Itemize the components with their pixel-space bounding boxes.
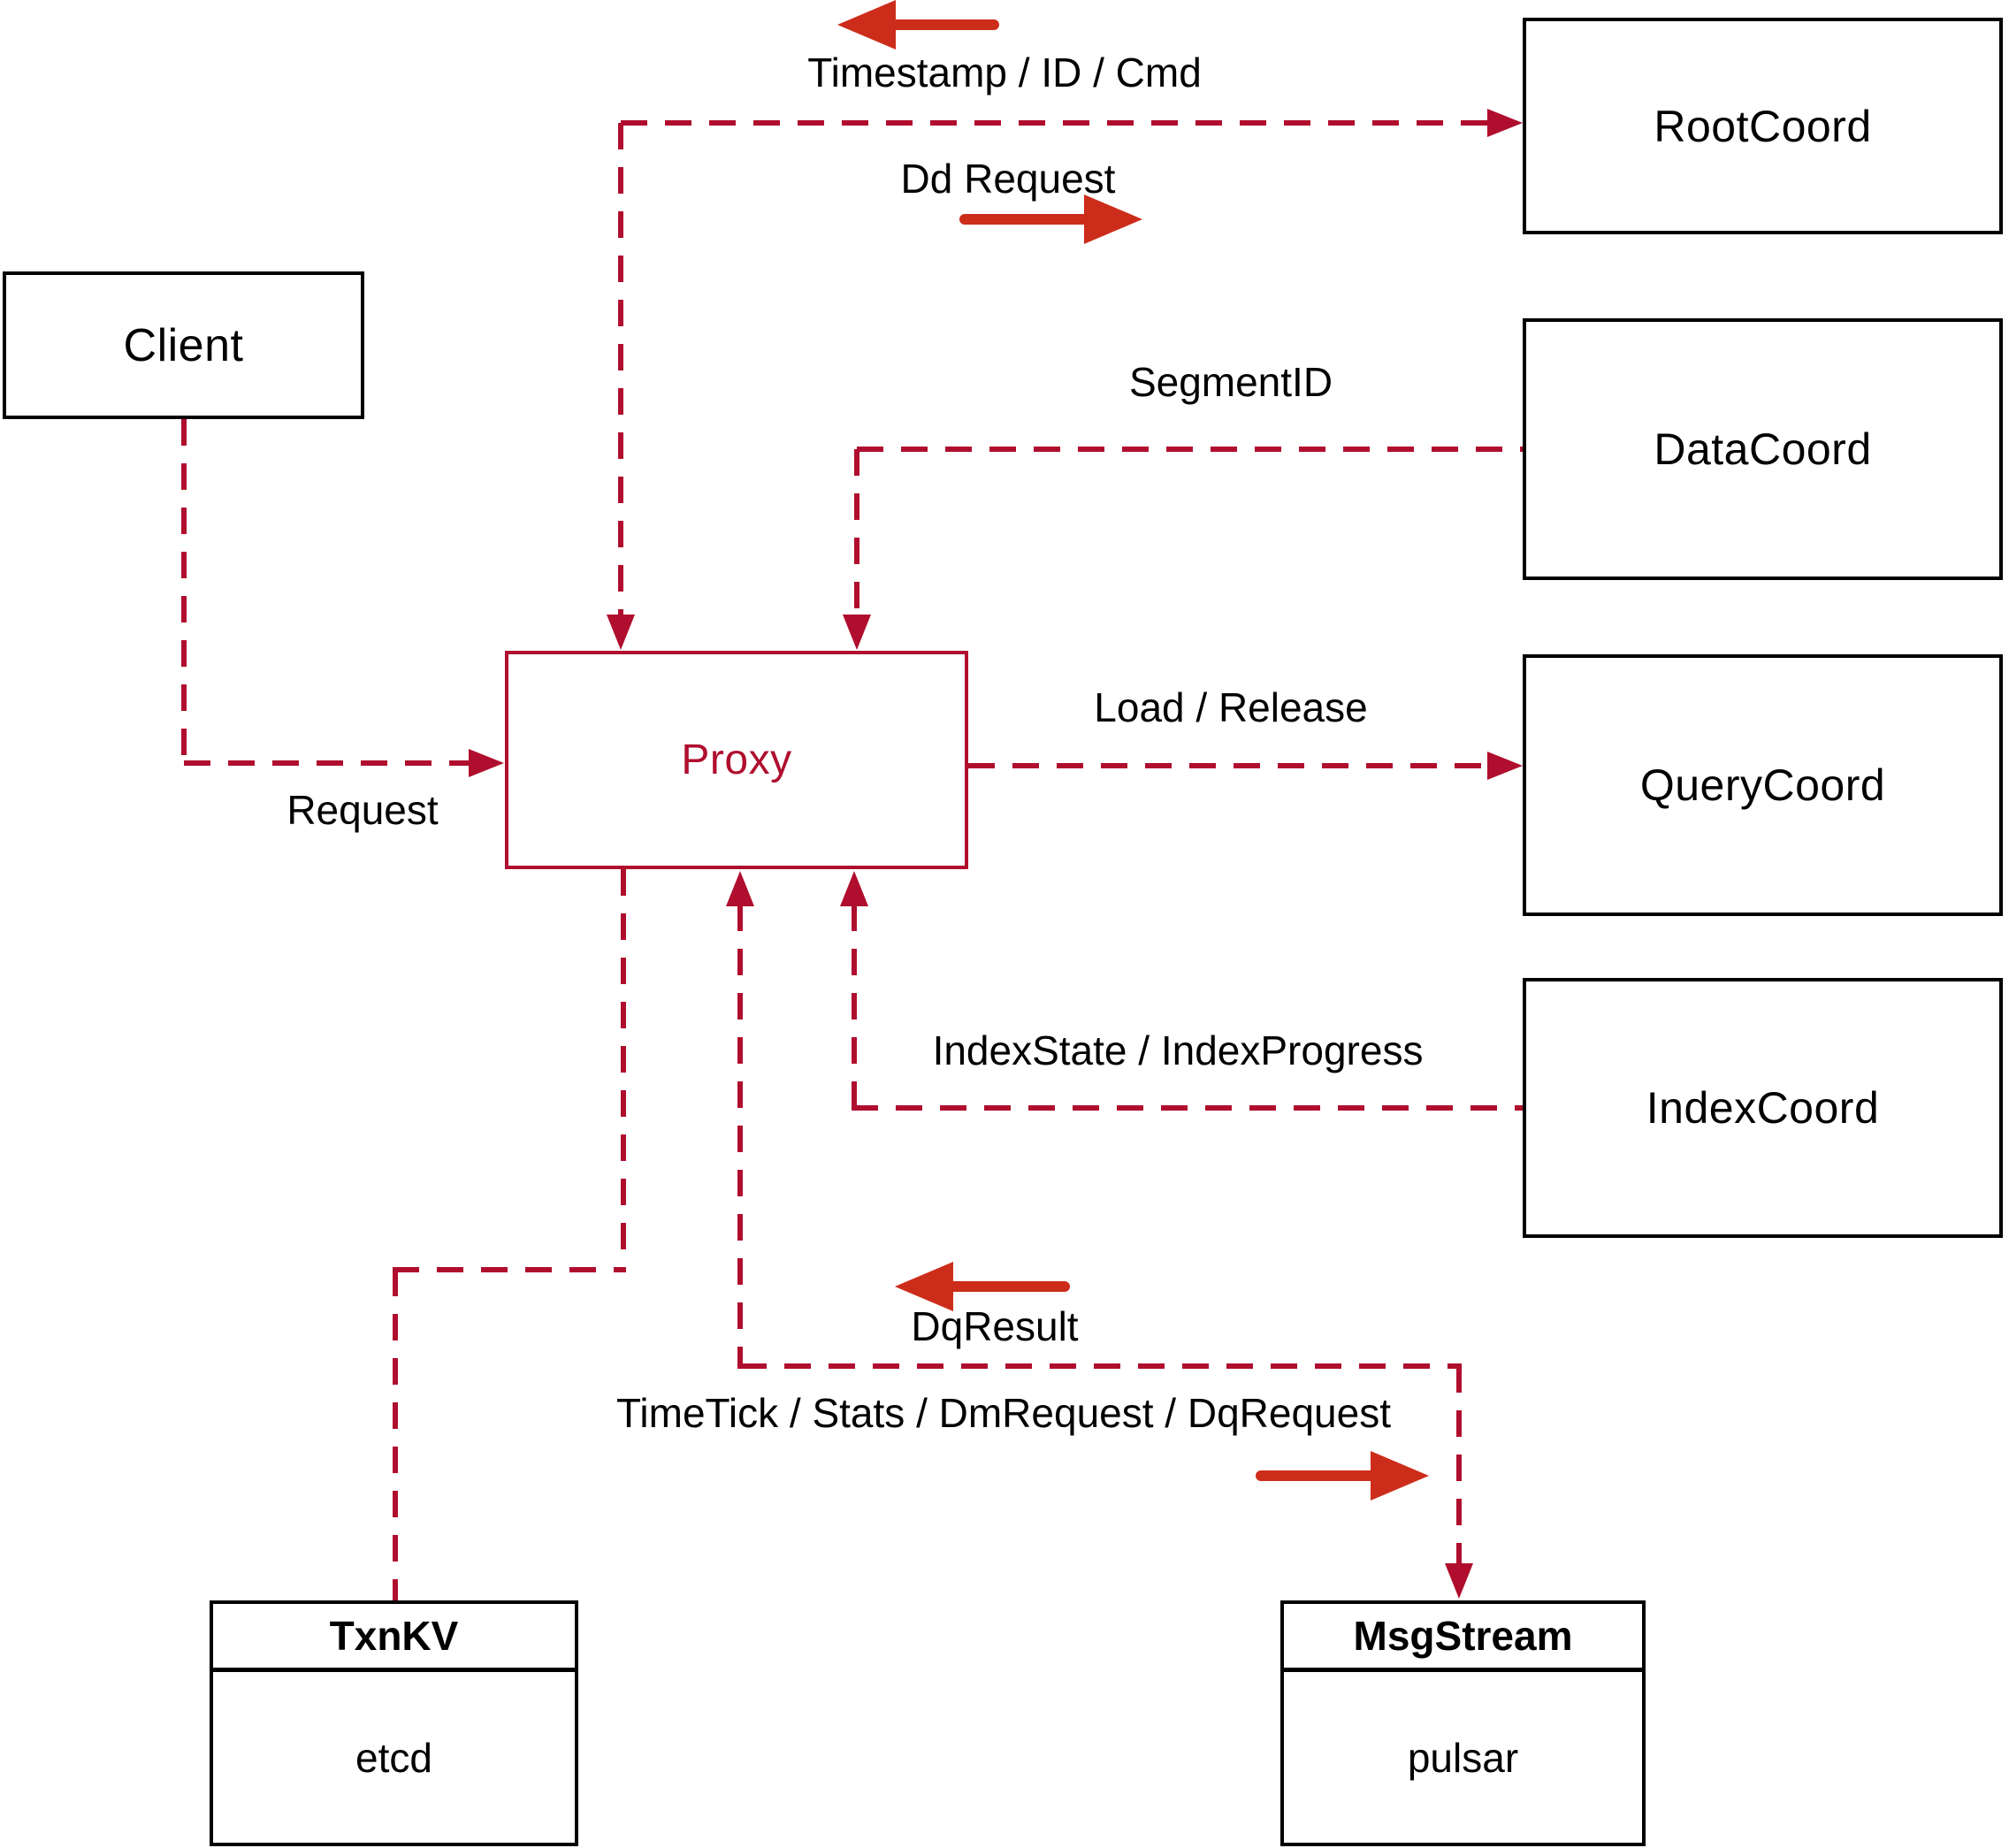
direction-arrow-right-dqrequest-shaft xyxy=(1256,1470,1379,1481)
edge-indexcoord-proxy-vertical xyxy=(852,905,857,1108)
node-txnkv-title: TxnKV xyxy=(213,1604,575,1672)
node-proxy: Proxy xyxy=(505,651,968,869)
edge-proxy-txnkv-vertical-upper xyxy=(621,869,626,1270)
node-indexcoord-label: IndexCoord xyxy=(1646,1083,1880,1133)
direction-arrow-right-ddrequest-icon xyxy=(1084,195,1142,244)
node-querycoord-label: QueryCoord xyxy=(1639,760,1886,810)
node-client-label: Client xyxy=(123,319,244,371)
direction-arrow-left-timestamp-shaft xyxy=(884,19,999,30)
edge-proxy-rootcoord-arrowhead-right-icon xyxy=(1487,109,1523,137)
node-txnkv-impl: etcd xyxy=(355,1734,432,1781)
node-indexcoord: IndexCoord xyxy=(1523,978,2003,1238)
edge-datacoord-proxy-horizontal xyxy=(857,447,1523,452)
edge-proxy-rootcoord-arrowhead-down-icon xyxy=(607,615,635,650)
edge-proxy-msgstream-arrowhead-down-icon xyxy=(1445,1563,1473,1599)
edge-proxy-msgstream-vertical-lower xyxy=(1456,1366,1462,1563)
edge-label-dd-request: Dd Request xyxy=(900,156,1116,202)
edge-proxy-msgstream-vertical-upper xyxy=(737,905,743,1369)
edge-proxy-querycoord-arrowhead-right-icon xyxy=(1487,752,1523,780)
edge-label-dqresult: DqResult xyxy=(911,1303,1079,1349)
node-msgstream-title: MsgStream xyxy=(1284,1604,1642,1672)
node-datacoord: DataCoord xyxy=(1523,318,2003,580)
edge-proxy-txnkv-horizontal xyxy=(393,1267,626,1272)
edge-proxy-msgstream-horizontal xyxy=(740,1363,1462,1369)
edge-proxy-rootcoord-vertical xyxy=(618,123,623,615)
edge-indexcoord-proxy-arrowhead-up-icon xyxy=(840,871,868,906)
node-msgstream: MsgStream pulsar xyxy=(1280,1600,1646,1846)
node-rootcoord: RootCoord xyxy=(1523,18,2003,234)
direction-arrow-right-ddrequest-shaft xyxy=(959,214,1092,225)
edge-label-timestamp-id-cmd: Timestamp / ID / Cmd xyxy=(807,50,1202,95)
edge-proxy-msgstream-arrowhead-up-icon xyxy=(726,871,754,906)
node-msgstream-impl: pulsar xyxy=(1407,1734,1519,1781)
edge-label-segmentid: SegmentID xyxy=(1128,359,1333,405)
node-proxy-label: Proxy xyxy=(681,737,792,783)
edge-proxy-querycoord-horizontal xyxy=(968,763,1487,768)
edge-client-proxy-horizontal xyxy=(184,760,469,766)
direction-arrow-left-dqresult-shaft xyxy=(942,1281,1070,1292)
edge-label-indexstate-indexprogress: IndexState / IndexProgress xyxy=(932,1027,1424,1073)
node-txnkv: TxnKV etcd xyxy=(210,1600,578,1846)
node-querycoord: QueryCoord xyxy=(1523,654,2003,916)
edge-label-timetick-stats-dmrequest-dqrequest: TimeTick / Stats / DmRequest / DqRequest xyxy=(616,1390,1391,1436)
edge-proxy-rootcoord-horizontal xyxy=(621,120,1487,126)
edge-client-proxy-vertical xyxy=(181,419,187,766)
direction-arrow-right-dqrequest-icon xyxy=(1371,1451,1429,1501)
node-client: Client xyxy=(3,271,364,419)
edge-indexcoord-proxy-horizontal xyxy=(852,1105,1523,1111)
edge-client-proxy-arrowhead-right-icon xyxy=(469,749,504,777)
node-rootcoord-label: RootCoord xyxy=(1654,101,1872,151)
edge-proxy-txnkv-vertical-lower xyxy=(393,1270,398,1600)
edge-label-load-release: Load / Release xyxy=(1094,684,1368,730)
edge-label-request: Request xyxy=(286,787,439,833)
edge-datacoord-proxy-vertical xyxy=(854,449,859,615)
node-datacoord-label: DataCoord xyxy=(1654,424,1872,474)
edge-datacoord-proxy-arrowhead-down-icon xyxy=(843,615,871,650)
